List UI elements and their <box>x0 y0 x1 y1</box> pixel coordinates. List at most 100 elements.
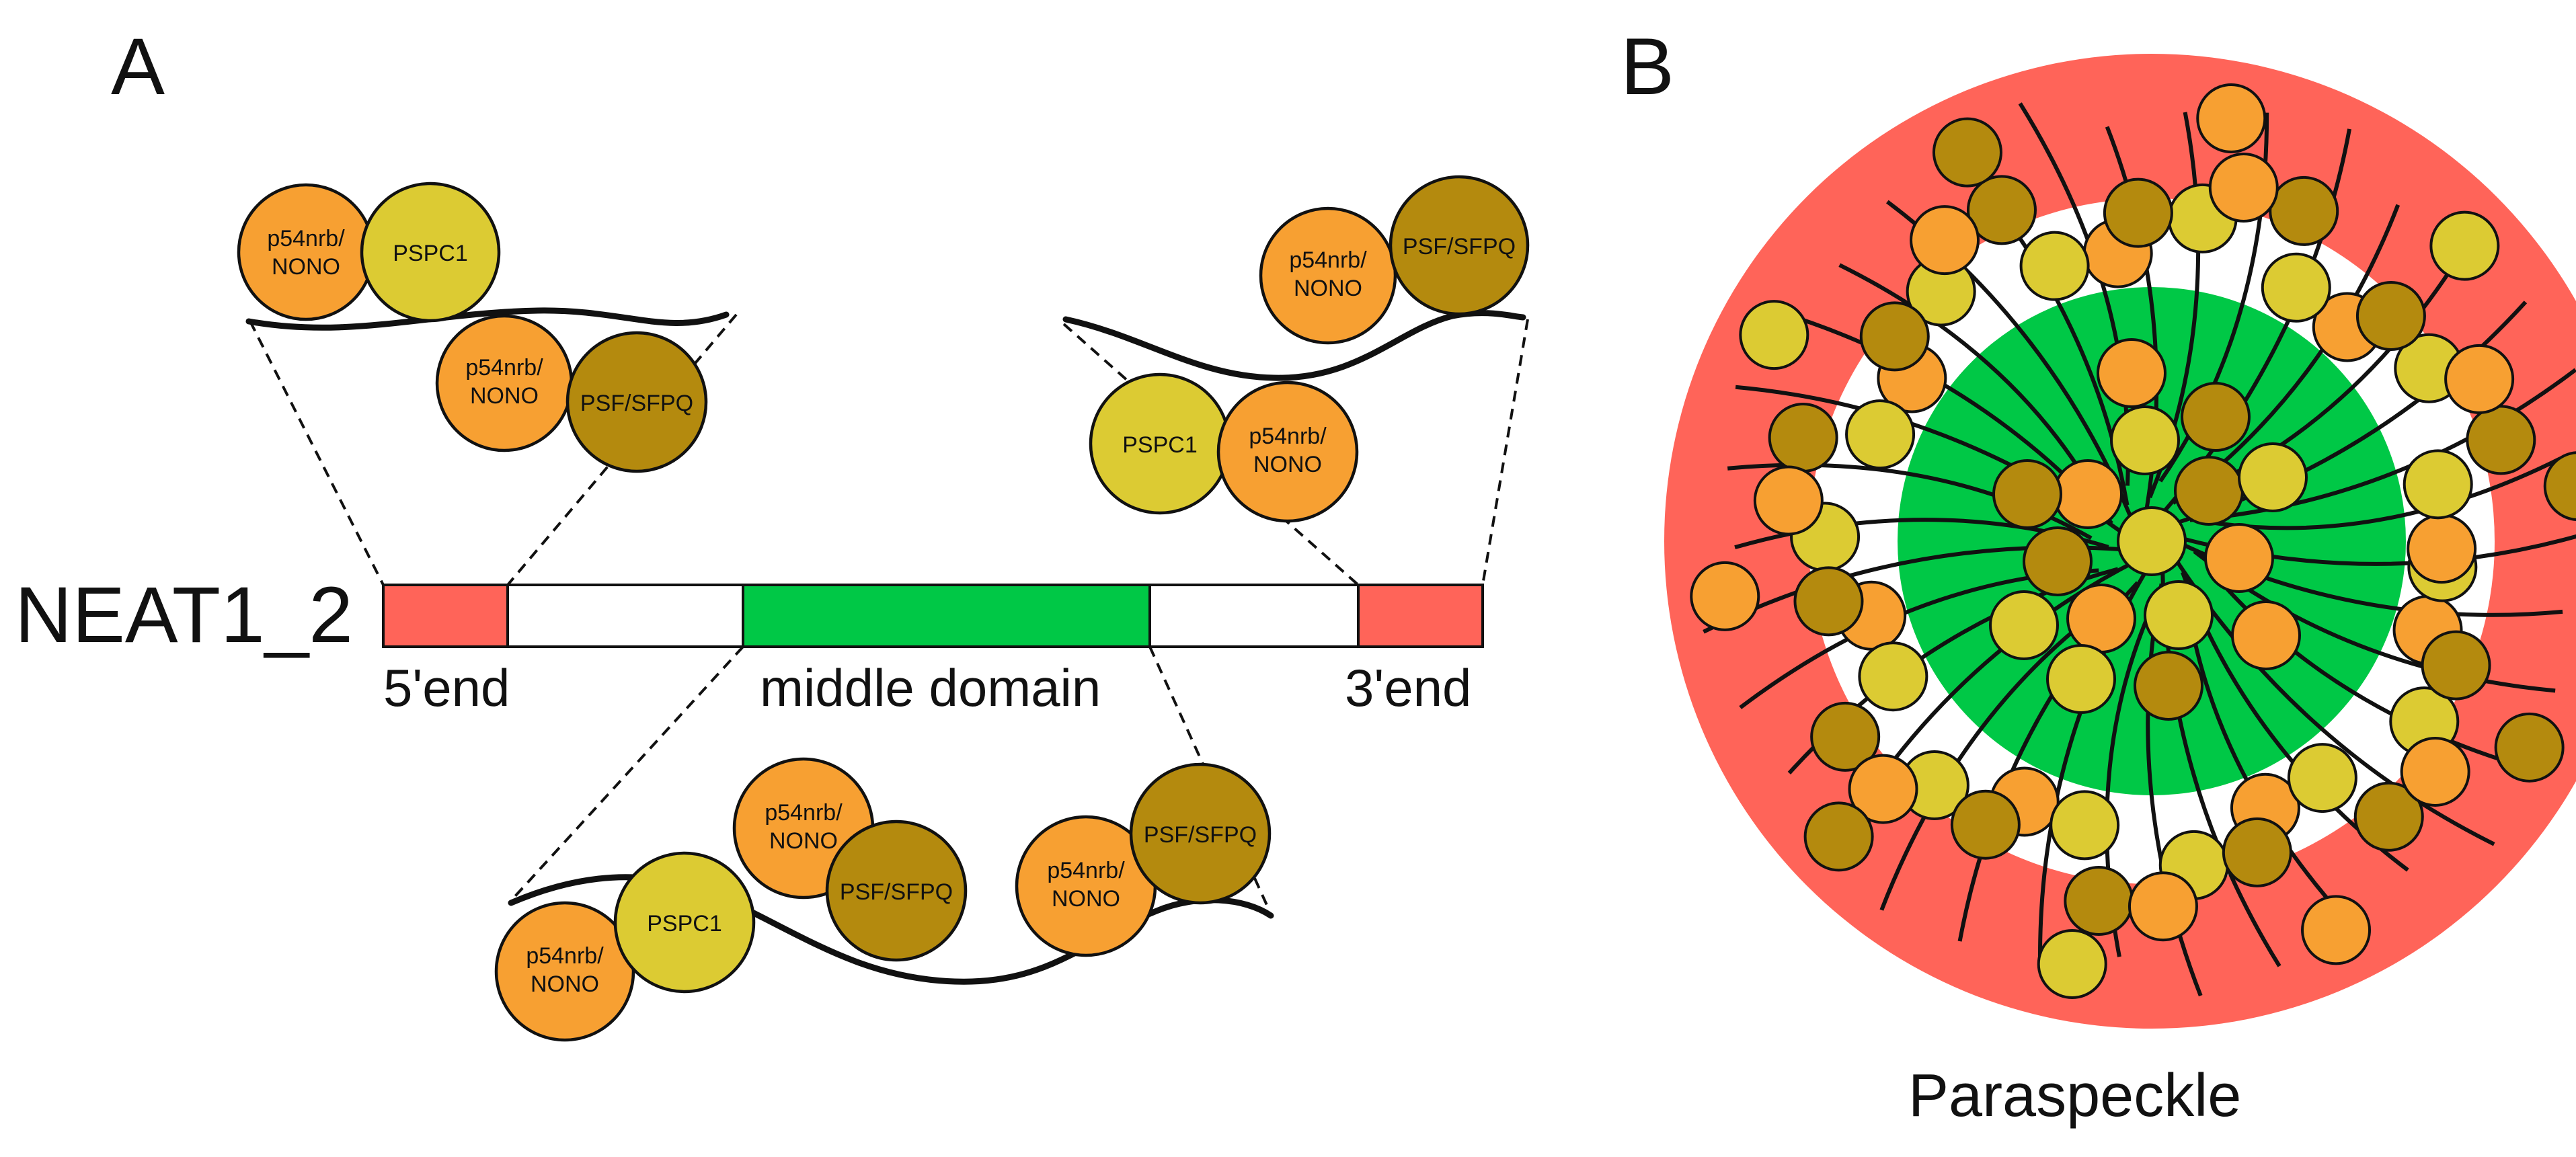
protein-circle <box>2429 210 2500 281</box>
protein-circle <box>2174 456 2244 526</box>
protein-circle <box>2023 526 2093 596</box>
psf-protein: PSF/SFPQ <box>565 331 708 473</box>
neat1-gene-bar <box>382 584 1484 648</box>
paraspeckle-proteins <box>1690 83 2576 999</box>
protein-circle <box>2261 252 2331 323</box>
protein-circle <box>2097 338 2167 408</box>
protein-circle <box>2238 442 2308 512</box>
svg-text:NONO: NONO <box>1294 276 1362 301</box>
protein-circle <box>2103 177 2173 248</box>
psf-protein: PSF/SFPQ <box>1389 175 1530 316</box>
protein-circle <box>1768 402 1838 473</box>
svg-text:NONO: NONO <box>1253 452 1322 477</box>
protein-circle <box>2046 644 2116 714</box>
protein-circle <box>2037 928 2107 999</box>
svg-text:p54nrb/: p54nrb/ <box>267 226 345 251</box>
three-prime-region <box>1357 584 1484 648</box>
svg-text:p54nrb/: p54nrb/ <box>1249 424 1327 449</box>
protein-circle <box>1992 459 2062 529</box>
svg-text:PSPC1: PSPC1 <box>1122 432 1198 458</box>
protein-circle <box>1753 465 1824 536</box>
protein-circle <box>2494 712 2565 783</box>
nono-protein: p54nrb/ NONO <box>494 901 635 1042</box>
panel-b-letter: B <box>1621 22 1674 112</box>
protein-circle <box>2421 630 2491 701</box>
gene-name-label: NEAT1_2 <box>15 571 353 660</box>
rna-strand <box>1062 310 1526 381</box>
protein-circle <box>1858 641 1928 712</box>
svg-text:NONO: NONO <box>769 828 838 854</box>
protein-circle <box>2144 580 2214 650</box>
protein-circle <box>2222 817 2292 887</box>
rna-strand <box>2208 456 2562 530</box>
protein-circle <box>2050 790 2120 861</box>
protein-circle <box>2181 382 2251 452</box>
panel-a: A NEAT1_2 5'end middle domain 3'end p54n <box>15 22 1530 1042</box>
svg-text:NONO: NONO <box>531 971 599 997</box>
svg-text:p54nrb/: p54nrb/ <box>465 355 543 381</box>
three-prime-complex: p54nrb/ NONO PSF/SFPQ PSPC1 p54nrb/ NONO <box>1062 175 1530 523</box>
svg-text:p54nrb/: p54nrb/ <box>765 800 843 826</box>
protein-circle <box>2407 514 2477 584</box>
protein-circle <box>2110 405 2180 475</box>
protein-circle <box>1989 590 2059 660</box>
nono-protein: p54nrb/ NONO <box>1259 206 1397 345</box>
protein-circle <box>2231 600 2301 670</box>
protein-circle <box>2287 743 2357 813</box>
nono-protein: p54nrb/ NONO <box>1216 381 1359 523</box>
svg-text:PSF/SFPQ: PSF/SFPQ <box>1144 822 1257 848</box>
protein-circle <box>2353 781 2424 852</box>
svg-text:NONO: NONO <box>470 383 539 409</box>
svg-text:NONO: NONO <box>272 254 340 280</box>
protein-circle <box>2204 523 2274 593</box>
protein-circle <box>1845 399 1916 470</box>
psf-protein: PSF/SFPQ <box>825 820 968 962</box>
svg-text:p54nrb/: p54nrb/ <box>1289 247 1367 273</box>
protein-circle <box>2128 871 2198 942</box>
svg-text:p54nrb/: p54nrb/ <box>1047 858 1125 883</box>
middle-domain-label: middle domain <box>760 658 1101 717</box>
nono-protein: p54nrb/ NONO <box>435 314 574 452</box>
pspc1-protein: PSPC1 <box>360 182 501 323</box>
protein-circle <box>2466 405 2536 475</box>
protein-circle <box>2196 83 2267 154</box>
five-prime-label: 5'end <box>383 658 510 717</box>
pspc1-protein: PSPC1 <box>1089 372 1231 515</box>
protein-circle <box>2019 231 2090 301</box>
protein-circle <box>2355 281 2426 352</box>
svg-text:PSPC1: PSPC1 <box>393 241 468 266</box>
rna-strand <box>245 307 730 331</box>
panel-a-letter: A <box>111 22 165 112</box>
three-prime-label: 3'end <box>1345 658 1471 717</box>
protein-circle <box>2064 865 2134 936</box>
protein-circle <box>1859 301 1930 372</box>
protein-circle <box>2301 895 2372 965</box>
protein-circle <box>1910 205 1980 276</box>
svg-text:PSF/SFPQ: PSF/SFPQ <box>580 391 693 416</box>
protein-circle <box>1793 566 1864 637</box>
middle-domain-region <box>742 584 1151 648</box>
protein-circle <box>2400 736 2470 807</box>
panel-b: B Paraspeckle <box>1621 22 2576 1129</box>
protein-circle <box>1810 701 1881 772</box>
five-prime-complex: p54nrb/ NONO PSPC1 p54nrb/ NONO PSF/SFPQ <box>237 182 730 473</box>
protein-circle <box>2543 451 2576 521</box>
protein-circle <box>2444 344 2515 414</box>
protein-circle <box>1739 300 1809 370</box>
protein-circle <box>1932 117 2002 188</box>
rna-strand <box>2146 583 2203 997</box>
svg-text:p54nrb/: p54nrb/ <box>526 943 604 969</box>
protein-circle <box>2053 459 2123 529</box>
paraspeckle-caption: Paraspeckle <box>1908 1062 2241 1129</box>
svg-text:PSPC1: PSPC1 <box>647 911 722 936</box>
middle-domain-complex: p54nrb/ NONO PSF/SFPQ p54nrb/ NONO PSPC1… <box>494 757 1274 1042</box>
pspc1-protein: PSPC1 <box>613 851 756 994</box>
five-prime-region <box>382 584 509 648</box>
protein-circle <box>1848 754 1918 824</box>
svg-text:PSF/SFPQ: PSF/SFPQ <box>1403 234 1516 260</box>
nono-protein: p54nrb/ NONO <box>237 183 375 321</box>
rna-strand <box>2205 564 2534 771</box>
protein-circle <box>2117 506 2187 576</box>
protein-circle <box>1690 561 1760 631</box>
